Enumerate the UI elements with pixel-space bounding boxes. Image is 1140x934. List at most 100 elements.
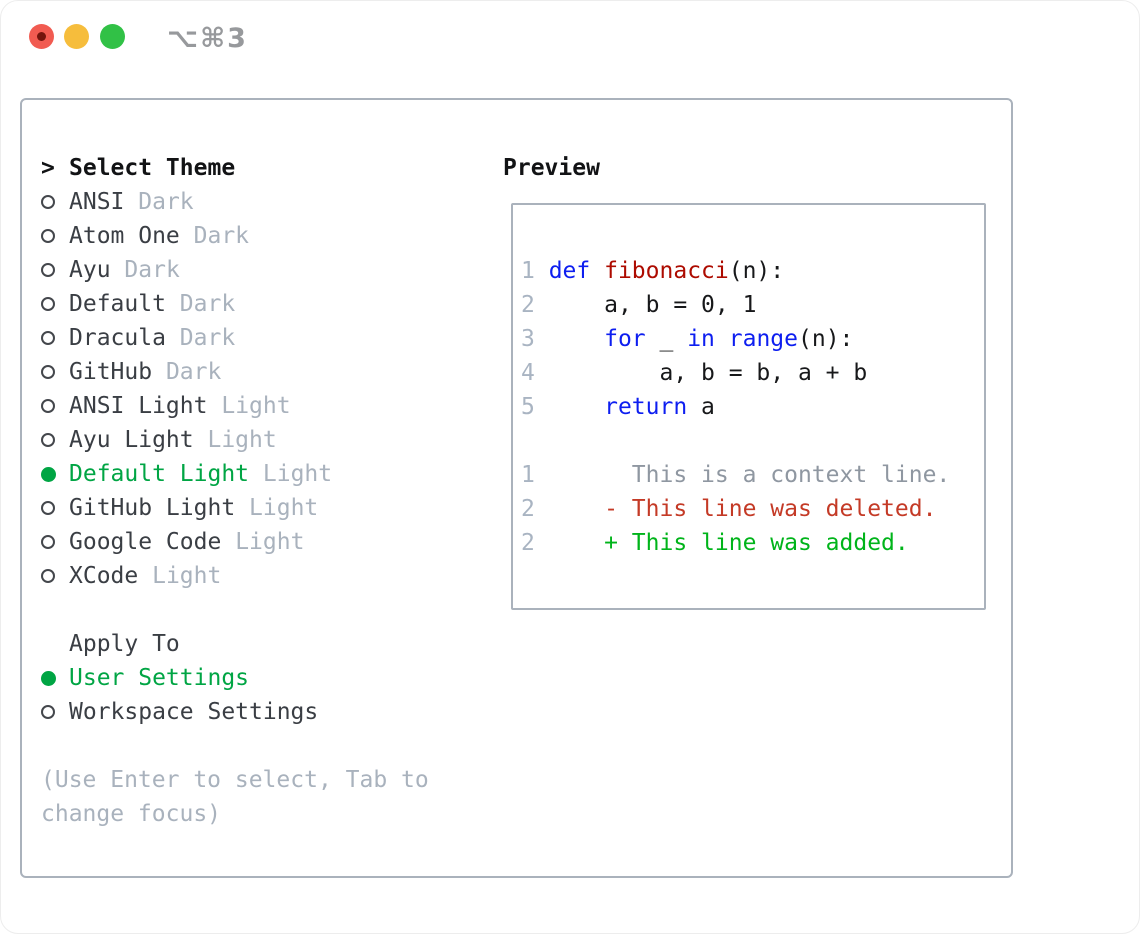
spacer: [22, 593, 502, 627]
theme-variant: Dark: [179, 291, 236, 317]
theme-option-ansi-light-light[interactable]: ANSI Light Light: [22, 389, 502, 423]
theme-name: Default: [69, 291, 166, 317]
hint-line-1: (Use Enter to select, Tab to: [41, 767, 429, 793]
apply-to-header-label: Apply To: [69, 631, 180, 657]
theme-name: GitHub: [69, 359, 153, 385]
theme-option-label: Google Code Light: [69, 529, 304, 555]
theme-option-ayu-dark[interactable]: Ayu Dark: [22, 253, 502, 287]
theme-variant: Dark: [138, 189, 194, 215]
theme-variant: Light: [152, 563, 222, 589]
radio-unselected-icon: [41, 399, 55, 413]
radio-cell: [41, 433, 69, 447]
theme-option-ansi-dark[interactable]: ANSI Dark: [22, 185, 502, 219]
radio-unselected-icon: [41, 433, 55, 447]
radio-cell: [41, 569, 69, 583]
apply-option-user-settings[interactable]: User Settings: [22, 661, 502, 695]
theme-option-label: GitHub Light Light: [69, 495, 318, 521]
code-line: 4 a, b = b, a + b: [521, 360, 868, 386]
preview-box: 1 def fibonacci(n): 2 a, b = 0, 1 3 for _ …: [511, 203, 986, 610]
diff-line: 2 - This line was deleted.: [521, 496, 937, 522]
theme-option-label: Ayu Dark: [69, 257, 180, 283]
radio-unselected-icon: [41, 195, 55, 209]
radio-selected-icon: [41, 670, 56, 686]
apply-option-label: Workspace Settings: [69, 699, 319, 725]
theme-variant: Dark: [165, 359, 222, 385]
theme-variant: Light: [221, 393, 291, 419]
radio-cell: [41, 399, 69, 413]
close-dot-icon: [37, 32, 46, 41]
code-line: 2 a, b = 0, 1: [521, 292, 757, 318]
radio-cell: [41, 263, 69, 277]
radio-cell: [41, 195, 69, 209]
theme-name: Default Light: [69, 461, 250, 487]
theme-name: Ayu: [69, 257, 111, 283]
code-line: [521, 424, 978, 458]
theme-option-default-dark[interactable]: Default Dark: [22, 287, 502, 321]
radio-cell: [41, 466, 69, 482]
theme-name: Dracula: [69, 325, 166, 351]
theme-variant: Light: [262, 461, 333, 487]
theme-option-label: Default Light Light: [69, 461, 332, 487]
theme-option-ayu-light-light[interactable]: Ayu Light Light: [22, 423, 502, 457]
theme-option-label: Dracula Dark: [69, 325, 235, 351]
radio-selected-icon: [41, 466, 56, 482]
theme-list-header: > Select Theme: [22, 151, 502, 185]
theme-name: Ayu Light: [69, 427, 194, 453]
theme-option-label: GitHub Dark: [69, 359, 221, 385]
theme-option-label: Ayu Light Light: [69, 427, 277, 453]
radio-cell: [41, 331, 69, 345]
theme-option-github-light-light[interactable]: GitHub Light Light: [22, 491, 502, 525]
radio-unselected-icon: [41, 297, 55, 311]
theme-name: XCode: [69, 563, 139, 589]
radio-unselected-icon: [41, 535, 55, 549]
theme-option-label: ANSI Dark: [69, 189, 194, 215]
theme-option-github-dark[interactable]: GitHub Dark: [22, 355, 502, 389]
theme-variant: Dark: [193, 223, 250, 249]
theme-option-label: XCode Light: [69, 563, 221, 589]
theme-option-atom-one-dark[interactable]: Atom One Dark: [22, 219, 502, 253]
code-line: 5 return a: [521, 394, 715, 420]
radio-cell: [41, 535, 69, 549]
minimize-button[interactable]: [64, 24, 89, 49]
theme-option-label: Default Dark: [69, 291, 235, 317]
code-line: 1 def fibonacci(n):: [521, 258, 785, 284]
theme-option-dracula-dark[interactable]: Dracula Dark: [22, 321, 502, 355]
theme-name: GitHub Light: [69, 495, 236, 521]
theme-variant: Light: [207, 427, 277, 453]
zoom-button[interactable]: [100, 24, 125, 49]
theme-option-xcode-light[interactable]: XCode Light: [22, 559, 502, 593]
hint-line-2: change focus): [41, 801, 222, 827]
theme-variant: Dark: [124, 257, 180, 283]
theme-list-header-label: Select Theme: [69, 155, 236, 181]
diff-line: 2 + This line was added.: [521, 530, 909, 556]
close-button[interactable]: [29, 24, 54, 49]
radio-cell: [41, 705, 69, 719]
radio-cell: [41, 670, 69, 686]
theme-name: ANSI: [69, 189, 125, 215]
diff-line: 1 This is a context line.: [521, 462, 951, 488]
radio-unselected-icon: [41, 365, 55, 379]
theme-variant: Dark: [179, 325, 236, 351]
theme-option-label: Atom One Dark: [69, 223, 249, 249]
radio-unselected-icon: [41, 569, 55, 583]
theme-name: ANSI Light: [69, 393, 208, 419]
theme-variant: Light: [235, 529, 305, 555]
theme-variant: Light: [249, 495, 319, 521]
theme-option-google-code-light[interactable]: Google Code Light: [22, 525, 502, 559]
code-line: 3 for _ in range(n):: [521, 326, 854, 352]
radio-unselected-icon: [41, 263, 55, 277]
focus-caret-icon: >: [41, 155, 55, 181]
apply-option-label: User Settings: [69, 665, 250, 691]
theme-option-default-light-light[interactable]: Default Light Light: [22, 457, 502, 491]
radio-unselected-icon: [41, 705, 55, 719]
radio-cell: [41, 297, 69, 311]
radio-cell: [41, 229, 69, 243]
theme-name: Atom One: [69, 223, 180, 249]
apply-option-workspace-settings[interactable]: Workspace Settings: [22, 695, 502, 729]
preview-code: 1 def fibonacci(n): 2 a, b = 0, 1 3 for _ …: [513, 205, 984, 560]
theme-option-label: ANSI Light Light: [69, 393, 291, 419]
radio-unselected-icon: [41, 229, 55, 243]
